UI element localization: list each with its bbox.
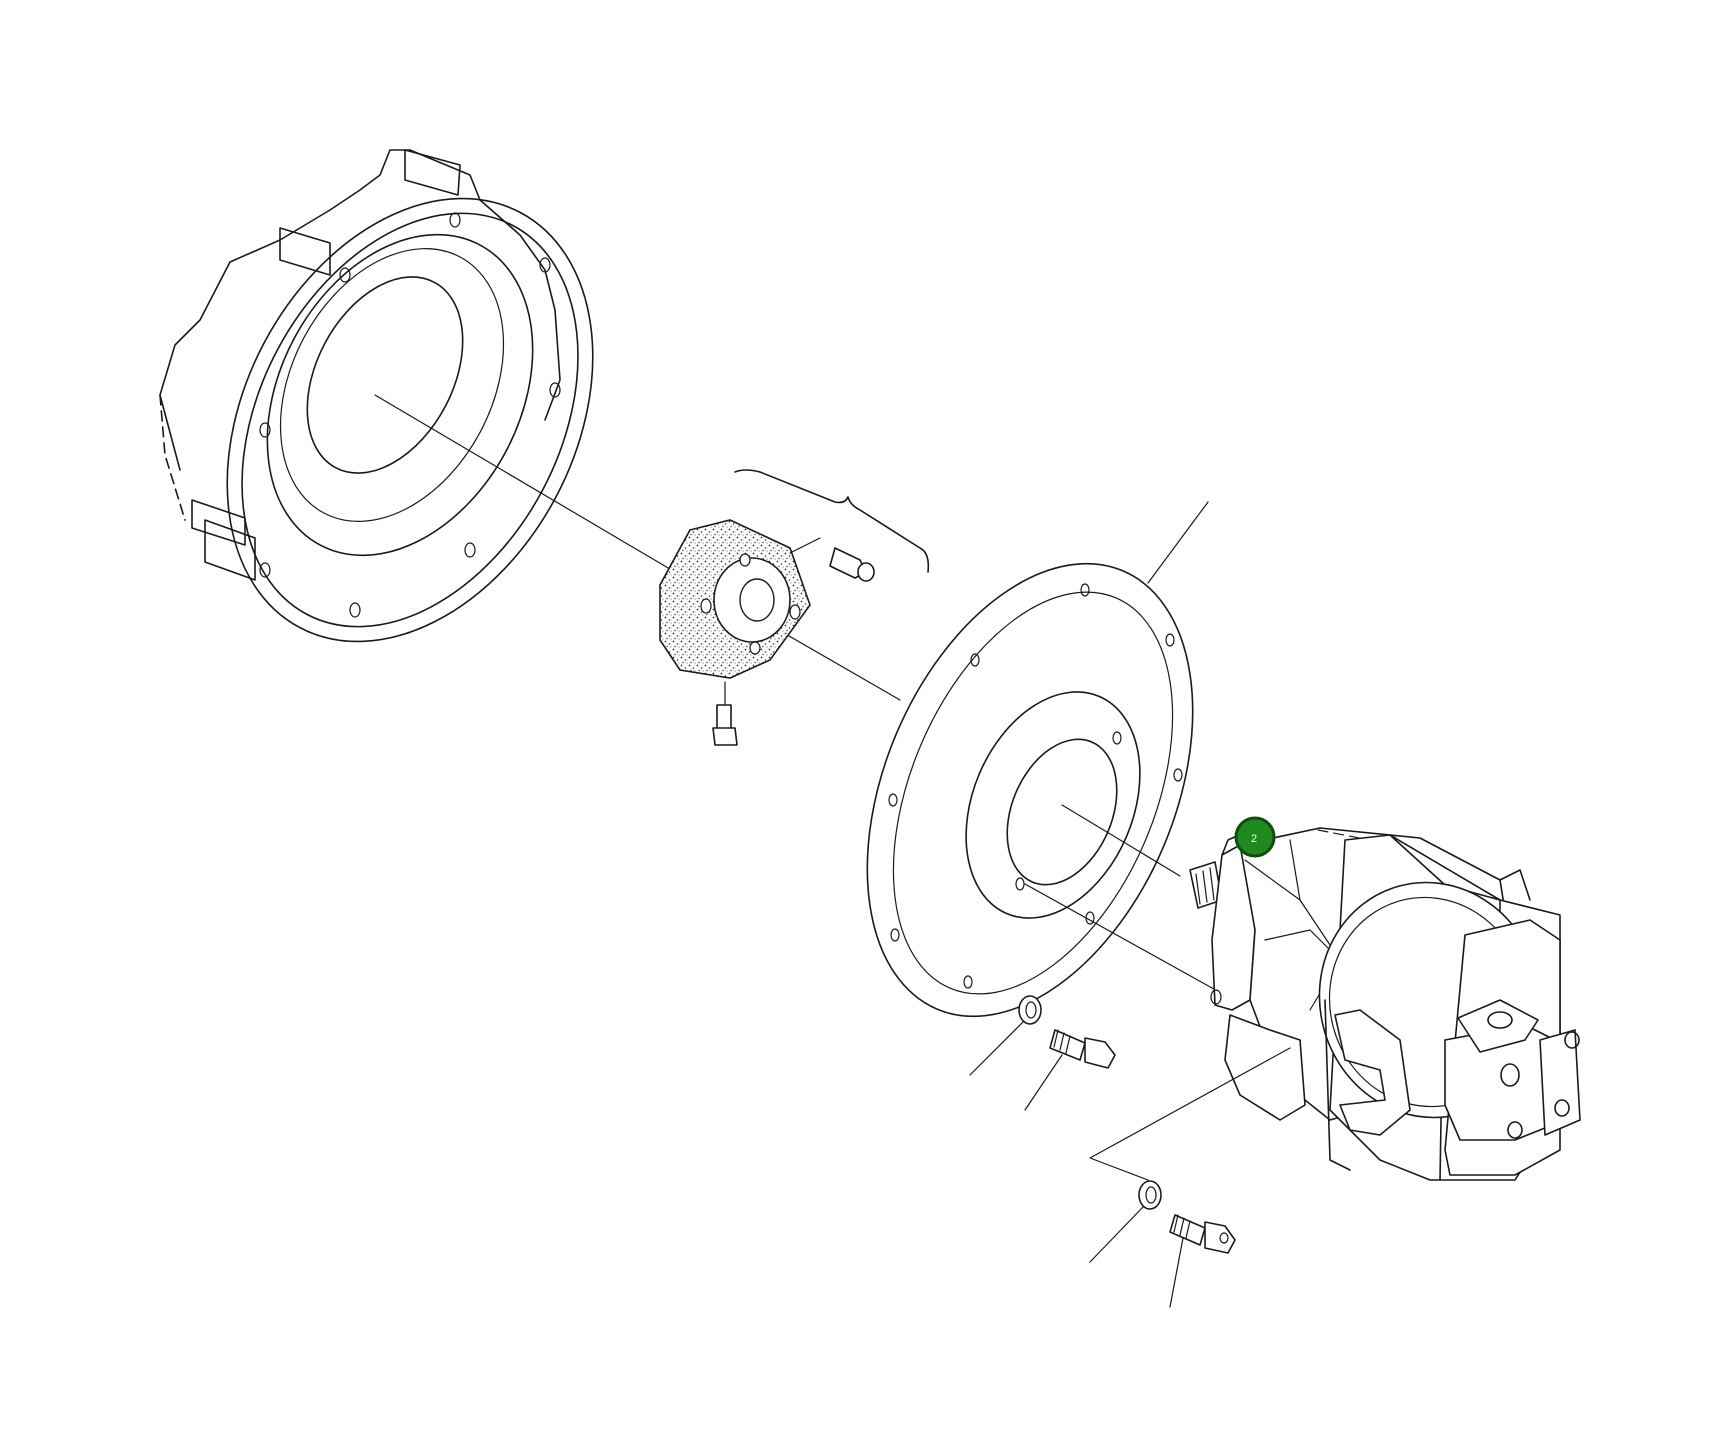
callout-marker-2[interactable]: 2 <box>1234 816 1276 858</box>
cap-screw-lower <box>1169 1214 1236 1308</box>
hydraulic-pump <box>1189 827 1581 1181</box>
group-bracket <box>734 469 930 573</box>
coupling-bolt-upper <box>789 537 875 582</box>
callout-marker-label: 2 <box>1251 833 1257 845</box>
assembly-axis-line <box>1061 804 1181 877</box>
assembly-axis-line <box>769 624 901 701</box>
assembly-axis-line <box>1024 883 1231 999</box>
washer-upper <box>969 995 1042 1076</box>
cap-screw-upper <box>1024 1029 1116 1111</box>
flexible-coupling <box>659 519 811 679</box>
bell-housing <box>159 149 594 643</box>
washer-lower <box>1089 1180 1162 1263</box>
assembly-axis-line <box>374 394 681 576</box>
leader-line <box>1147 501 1209 584</box>
adapter-plate <box>866 501 1209 1018</box>
leader-line <box>1089 1047 1291 1181</box>
callout-marker-circle[interactable] <box>1234 816 1276 858</box>
coupling-bolt-lower <box>712 681 738 746</box>
